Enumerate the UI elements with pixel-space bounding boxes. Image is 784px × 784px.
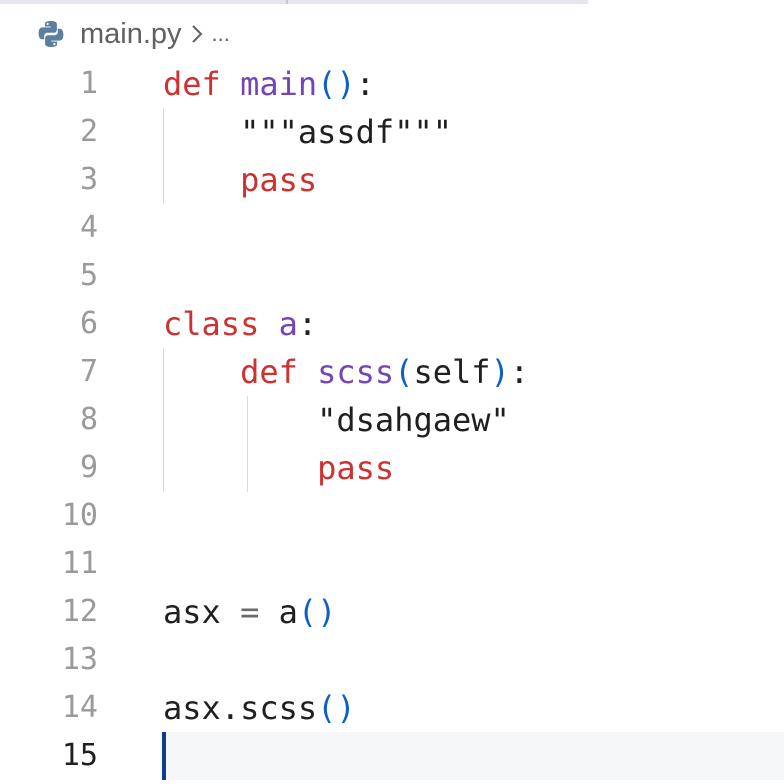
code-token: (): [317, 65, 356, 103]
breadcrumb-ellipsis[interactable]: ...: [211, 21, 230, 46]
chevron-right-icon: [190, 23, 204, 45]
code-line[interactable]: 8 "dsahgaew": [0, 396, 784, 444]
line-code[interactable]: def main():: [163, 60, 375, 108]
code-token: [163, 113, 240, 151]
code-line[interactable]: 1 def main():: [0, 60, 784, 108]
code-line[interactable]: 3 pass: [0, 156, 784, 204]
text-cursor: [162, 732, 166, 780]
code-token: """assdf""": [240, 113, 452, 151]
line-number: 13: [61, 642, 98, 677]
indent-guide: [247, 396, 248, 492]
line-number: 6: [79, 306, 98, 341]
code-line[interactable]: 2 """assdf""": [0, 108, 784, 156]
line-gutter: 13: [0, 636, 160, 684]
indent-guide: [163, 108, 164, 204]
line-code[interactable]: "dsahgaew": [163, 396, 510, 444]
code-token: def: [240, 353, 298, 391]
line-number: 7: [79, 354, 98, 389]
code-line[interactable]: 14 asx.scss(): [0, 684, 784, 732]
line-gutter: 11: [0, 540, 160, 588]
code-token: [163, 449, 317, 487]
line-code[interactable]: pass: [163, 444, 394, 492]
code-token: a: [278, 593, 298, 631]
code-token: [298, 353, 317, 391]
line-gutter: 5: [0, 252, 160, 300]
line-gutter: 10: [0, 492, 160, 540]
code-line[interactable]: 15: [0, 732, 784, 780]
line-number: 15: [61, 738, 98, 773]
code-token: [221, 593, 240, 631]
code-token: pass: [240, 161, 318, 199]
line-gutter: 14: [0, 684, 160, 732]
line-code[interactable]: def scss(self):: [163, 348, 529, 396]
code-token: def: [163, 65, 221, 103]
breadcrumb: main.py ...: [36, 14, 230, 54]
code-token: pass: [317, 449, 395, 487]
line-code[interactable]: class a:: [163, 300, 317, 348]
line-gutter: 4: [0, 204, 160, 252]
code-line[interactable]: 6 class a:: [0, 300, 784, 348]
line-code[interactable]: asx.scss(): [163, 684, 356, 732]
line-number: 8: [79, 402, 98, 437]
line-gutter: 2: [0, 108, 160, 156]
line-gutter: 7: [0, 348, 160, 396]
code-token: [163, 353, 240, 391]
code-token: (): [297, 593, 337, 631]
editor-top-border: [0, 0, 588, 4]
code-token: class: [163, 305, 260, 343]
line-number: 14: [61, 690, 98, 725]
line-number: 11: [61, 546, 98, 581]
line-gutter: 3: [0, 156, 160, 204]
code-line[interactable]: 7 def scss(self):: [0, 348, 784, 396]
breadcrumb-file-name[interactable]: main.py: [80, 17, 182, 50]
code-line[interactable]: 12 asx = a(): [0, 588, 784, 636]
code-token: [259, 593, 278, 631]
code-token: [221, 65, 240, 103]
tab-divider: [286, 0, 288, 4]
line-number: 9: [79, 450, 98, 485]
code-token: :: [297, 305, 318, 343]
code-token: (: [394, 353, 414, 391]
line-number: 5: [79, 258, 98, 293]
code-line[interactable]: 11: [0, 540, 784, 588]
code-token: [163, 401, 317, 439]
line-number: 10: [61, 498, 98, 533]
line-gutter: 6: [0, 300, 160, 348]
indent-guide: [163, 348, 164, 492]
line-code[interactable]: """assdf""": [163, 108, 452, 156]
code-token: a: [278, 305, 298, 343]
code-token: asx.scss: [163, 689, 318, 727]
code-token: self: [413, 353, 491, 391]
code-token: main: [240, 65, 318, 103]
code-line[interactable]: 5: [0, 252, 784, 300]
code-token: asx: [163, 593, 221, 631]
code-token: scss: [317, 353, 395, 391]
line-code[interactable]: asx = a(): [163, 588, 336, 636]
code-token: =: [240, 593, 260, 631]
line-gutter: 1: [0, 60, 160, 108]
code-token: (): [317, 689, 356, 727]
line-number: 2: [79, 114, 98, 149]
code-line[interactable]: 9 pass: [0, 444, 784, 492]
code-token: [163, 161, 240, 199]
line-code[interactable]: pass: [163, 156, 317, 204]
line-gutter: 12: [0, 588, 160, 636]
line-number: 3: [79, 162, 98, 197]
code-token: [259, 305, 278, 343]
line-number: 1: [79, 66, 98, 101]
code-line[interactable]: 13: [0, 636, 784, 684]
code-token: ): [490, 353, 510, 391]
line-gutter: 8: [0, 396, 160, 444]
line-number: 4: [79, 210, 98, 245]
python-icon[interactable]: [36, 19, 66, 49]
code-token: :: [355, 65, 375, 103]
code-token: :: [509, 353, 530, 391]
code-line[interactable]: 10: [0, 492, 784, 540]
line-number: 12: [61, 594, 98, 629]
code-token: "dsahgaew": [317, 401, 510, 439]
line-gutter: 9: [0, 444, 160, 492]
code-line[interactable]: 4: [0, 204, 784, 252]
line-gutter: 15: [0, 732, 160, 780]
